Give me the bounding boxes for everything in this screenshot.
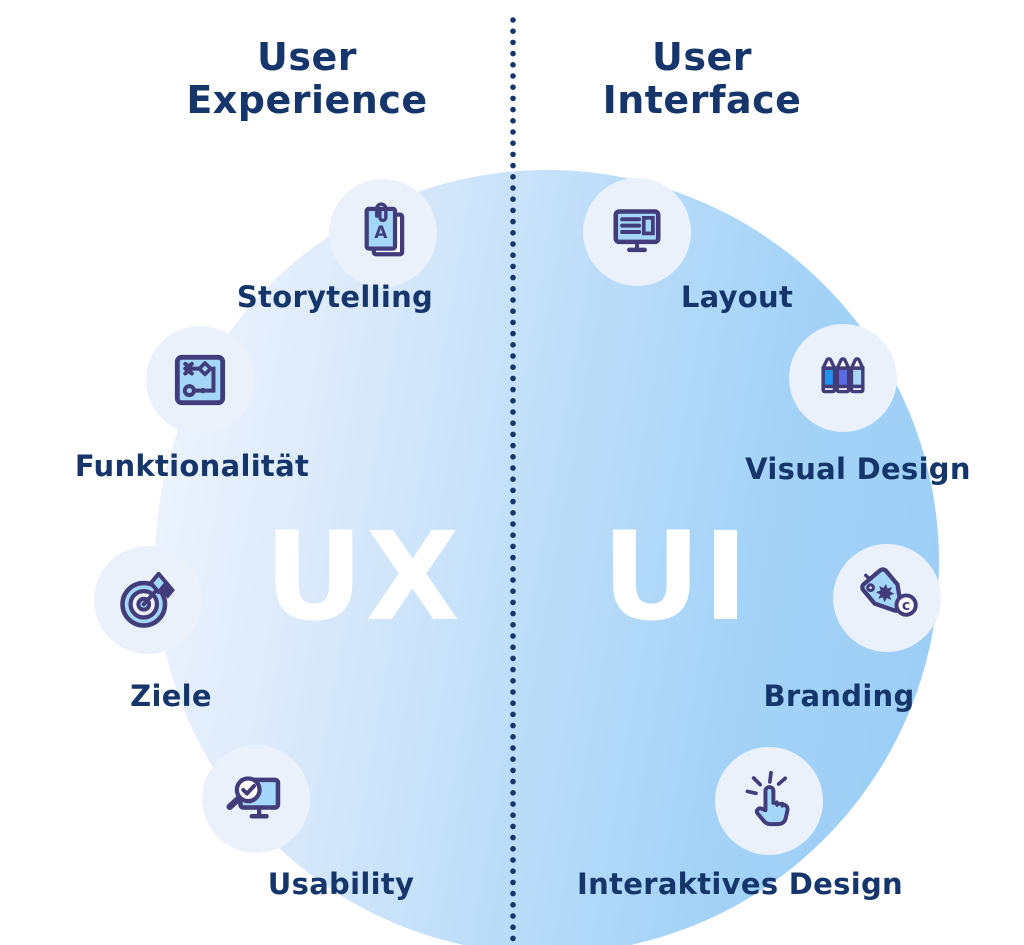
visual-design-bubble (789, 324, 897, 432)
funktionalitaet-bubble (146, 326, 254, 434)
right-title-line2: Interface (602, 77, 802, 122)
funktionalitaet-label: Funktionalität (74, 449, 310, 483)
pencils-icon (821, 357, 865, 394)
flowchart-icon (174, 354, 226, 406)
brand-tag-icon: c (860, 567, 918, 617)
ui-big-label: UI (601, 506, 751, 648)
copyright-letter: c (902, 598, 910, 614)
right-title: User Interface (603, 36, 802, 121)
branding-label: Branding (763, 679, 915, 713)
page-letter: A (374, 223, 388, 243)
left-title: User Experience (186, 36, 427, 121)
dotted-divider-line (510, 17, 516, 943)
left-title-line2: Experience (186, 77, 428, 122)
document-stack-icon: A (364, 202, 405, 257)
usability-bubble (202, 745, 310, 853)
target-dart-icon (120, 571, 175, 628)
layout-bubble (583, 178, 691, 286)
interaktives-design-bubble (715, 747, 823, 855)
ziele-bubble (94, 546, 202, 654)
ux-big-label: UX (264, 506, 462, 648)
storytelling-label: Storytelling (236, 280, 434, 314)
ziele-label: Ziele (130, 679, 212, 713)
usability-label: Usability (267, 867, 415, 901)
layout-monitor-icon (613, 209, 661, 253)
click-hand-icon (745, 770, 790, 827)
visual-design-label: Visual Design (745, 452, 971, 486)
storytelling-bubble: A (329, 179, 437, 287)
branding-bubble: c (833, 544, 941, 652)
right-title-line1: User (652, 35, 752, 79)
interaktives-design-label: Interaktives Design (577, 867, 903, 901)
monitor-magnifier-icon (226, 776, 281, 819)
layout-label: Layout (680, 280, 794, 314)
left-title-line1: User (257, 35, 357, 79)
